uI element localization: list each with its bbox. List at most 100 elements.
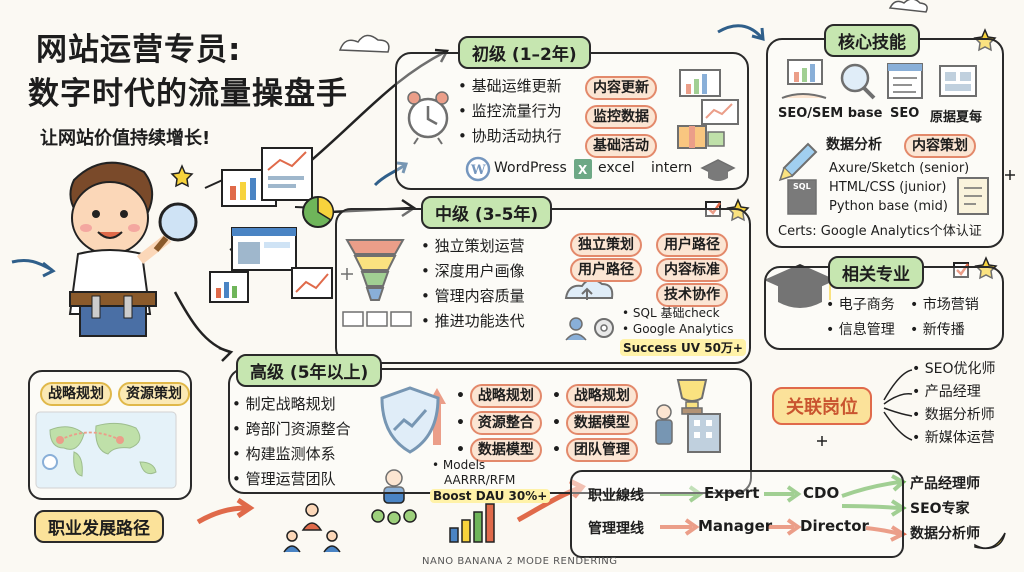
career-path-label: 职业发展路径 bbox=[34, 510, 164, 543]
junior-header: 初级 (1–2年) bbox=[458, 36, 591, 69]
certificate-scroll-icon bbox=[957, 177, 989, 215]
list-item: • 信息管理 bbox=[826, 322, 895, 338]
tool-wordpress: WordPress bbox=[494, 160, 567, 176]
presenter-icon bbox=[371, 469, 417, 525]
pencil-icon bbox=[778, 142, 818, 182]
tool-excel: excel bbox=[598, 160, 635, 176]
track-step: Manager bbox=[698, 517, 773, 535]
list-item: 基础运维更新 bbox=[458, 74, 562, 99]
senior-note: • Models bbox=[432, 458, 486, 472]
list-item: 数据分析师 bbox=[910, 526, 980, 542]
list-item: • 新传播 bbox=[910, 322, 965, 338]
junior-pills: 内容更新 监控数据 基础活动 bbox=[585, 76, 657, 158]
banana-icon bbox=[974, 532, 1006, 550]
list-item: • 数据分析师 bbox=[912, 407, 995, 423]
skill-certs: Certs: Google Analytics个体认证 bbox=[778, 224, 982, 239]
tool-intern: intern bbox=[651, 160, 693, 176]
wordpress-logo-icon: W bbox=[465, 156, 491, 182]
arrow-to-tracks bbox=[516, 485, 581, 523]
sql-file-label: SQL bbox=[793, 182, 811, 191]
skill-icon-label: 原据夏每 bbox=[930, 110, 983, 125]
track-arrows bbox=[660, 474, 908, 542]
world-map-icon bbox=[35, 411, 177, 489]
mid-header: 中级 (3-5年) bbox=[421, 196, 553, 229]
list-item: • 电子商务 bbox=[826, 297, 895, 313]
skill-data-analysis: 数据分析 bbox=[826, 137, 882, 153]
pill-tag: 用户路径 bbox=[656, 233, 728, 257]
sql-file-icon bbox=[787, 179, 817, 215]
pill-tag: • 战略规划 bbox=[552, 384, 638, 408]
pill-tag: • 团队管理 bbox=[552, 438, 638, 462]
mid-result-badge: Success UV 50万+ bbox=[620, 339, 746, 356]
mid-list: 独立策划运营 深度用户画像 管理内容质量 推进功能迭代 bbox=[421, 234, 525, 334]
list-item: 跨部门资源整合 bbox=[232, 417, 351, 442]
skill-tools: Axure/Sketch (senior) HTML/CSS (junior) … bbox=[829, 161, 970, 214]
arrow-swirl bbox=[373, 163, 406, 187]
list-item: 管理运营团队 bbox=[232, 467, 351, 492]
gift-icon bbox=[677, 125, 725, 149]
pill-tag: 内容标准 bbox=[656, 258, 728, 282]
excel-logo-icon: X bbox=[574, 159, 592, 179]
seo-hand-chart-icon bbox=[781, 59, 827, 99]
senior-pills-right: • 战略规划 • 数据模型 • 团队管理 bbox=[552, 384, 638, 462]
pill-tag: • 数据模型 bbox=[456, 438, 542, 462]
pill-tag: 监控数据 bbox=[585, 105, 657, 129]
alarm-clock-icon bbox=[407, 91, 449, 145]
list-item: 制定战略规划 bbox=[232, 392, 351, 417]
list-item: 产品经理师 bbox=[910, 476, 980, 492]
pill-tag: 技术协作 bbox=[656, 283, 728, 307]
list-item: 管理内容质量 bbox=[421, 284, 525, 309]
team-gear-icon bbox=[565, 317, 614, 341]
page-title-line2: 数字时代的流量操盘手 bbox=[28, 76, 348, 112]
pill-tag: 资源策划 bbox=[118, 382, 190, 406]
page-tagline: 让网站价值持续增长! bbox=[40, 128, 211, 149]
arrow-to-junior bbox=[299, 50, 446, 171]
mid-note: • Google Analytics bbox=[622, 322, 734, 336]
track-step: CDO bbox=[803, 484, 840, 502]
browser-window-icon bbox=[887, 63, 923, 99]
majors-list: • 电子商务 • 市场营销 • 信息管理 • 新传播 bbox=[826, 293, 986, 343]
track-professional-label: 职业線线 bbox=[588, 488, 644, 504]
list-item: SEO专家 bbox=[910, 501, 970, 517]
ui-grid-icon bbox=[939, 65, 977, 97]
mortarboard-icon bbox=[764, 264, 836, 308]
senior-list: 制定战略规划 跨部门资源整合 构建监测体系 管理运营团队 bbox=[232, 392, 351, 492]
pill-tag: 独立策划 bbox=[570, 233, 642, 257]
junior-panel bbox=[395, 52, 749, 190]
related-branches bbox=[883, 369, 913, 441]
pill-tag: 内容更新 bbox=[585, 76, 657, 100]
skills-header: 核心技能 bbox=[824, 24, 920, 57]
seo-magnifier-icon bbox=[840, 63, 876, 100]
pill-tag: 战略规划 bbox=[40, 382, 112, 406]
list-item: • 产品经理 bbox=[912, 384, 981, 400]
star-icon bbox=[170, 28, 998, 280]
skill-icon-label: SEO bbox=[890, 106, 920, 121]
arrow-career-path bbox=[196, 505, 247, 525]
operator-character bbox=[68, 161, 198, 337]
funnel-icon bbox=[342, 239, 412, 327]
list-item: 协助活动执行 bbox=[458, 124, 562, 149]
list-item: 深度用户画像 bbox=[421, 259, 525, 284]
arrow-to-skills bbox=[717, 24, 764, 40]
list-item: 独立策划运营 bbox=[421, 234, 525, 259]
team-icon bbox=[283, 503, 341, 553]
pill-tag: • 资源整合 bbox=[456, 411, 542, 435]
pill-tag: • 数据模型 bbox=[552, 411, 638, 435]
list-item: • 市场营销 bbox=[910, 297, 979, 313]
svg-text:X: X bbox=[578, 163, 588, 177]
senior-note: AARRR/RFM bbox=[444, 473, 516, 487]
dashboard-screens bbox=[209, 147, 335, 303]
mid-note: • SQL 基础check bbox=[622, 306, 720, 320]
junior-list: 基础运维更新 监控流量行为 协助活动执行 bbox=[458, 74, 562, 149]
pill-tag: • 战略规划 bbox=[456, 384, 542, 408]
pill-tag: 基础活动 bbox=[585, 134, 657, 158]
senior-header: 高级 (5年以上) bbox=[236, 354, 383, 387]
cloud-icon bbox=[338, 0, 928, 53]
footer-credit: NANO BANANA 2 MODE RENDERING bbox=[422, 556, 618, 567]
bar-chart-icon bbox=[679, 69, 739, 125]
list-item: • SEO优化师 bbox=[912, 361, 996, 377]
track-step: Director bbox=[800, 517, 869, 535]
list-item: 构建监测体系 bbox=[232, 442, 351, 467]
senior-pills-left: • 战略规划 • 资源整合 • 数据模型 bbox=[456, 384, 542, 462]
